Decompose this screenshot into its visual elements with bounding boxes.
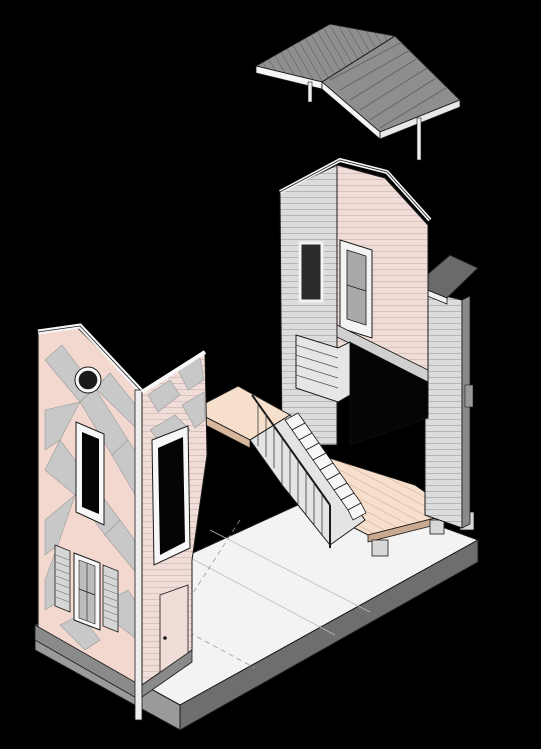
side-base: [141, 649, 193, 698]
side-wall-edge: [461, 295, 471, 529]
slab-joint: [184, 554, 336, 636]
roof-hatch: [329, 41, 447, 129]
shutter-right-louvers: [103, 574, 118, 623]
deck-pier: [371, 539, 389, 557]
stair-handrail: [251, 394, 331, 506]
side-window-void: [158, 437, 185, 555]
deck-pier: [429, 519, 445, 535]
stair-treads: [284, 412, 367, 521]
tower-interior-void: [349, 341, 429, 446]
shutter-left-louvers: [55, 554, 70, 603]
slab-side-edge: [179, 539, 479, 731]
side-wall-module: [414, 254, 479, 529]
facade-upper-window-void: [82, 432, 99, 514]
roof: [254, 23, 461, 161]
stair: [249, 394, 367, 548]
stair-balusters: [257, 403, 323, 535]
stair-stringer: [249, 414, 366, 546]
corner-post: [134, 389, 143, 721]
round-window-pane: [78, 370, 98, 390]
rear-wall-module: [279, 157, 432, 446]
door-knob: [163, 636, 167, 640]
downspout: [464, 384, 474, 408]
gable-trim-outline: [279, 159, 431, 221]
slab-joint: [209, 529, 371, 613]
roof-post: [416, 117, 422, 161]
facade-gable-trim-outline: [37, 325, 143, 393]
tower-window-left: [298, 241, 324, 303]
tower-window-mullion: [346, 284, 367, 292]
rear-wall-left-face: [279, 164, 338, 446]
side-gable-trim: [140, 350, 207, 394]
front-facade: [34, 323, 208, 721]
roof-post: [307, 81, 313, 103]
tower-window-pane: [346, 249, 367, 326]
